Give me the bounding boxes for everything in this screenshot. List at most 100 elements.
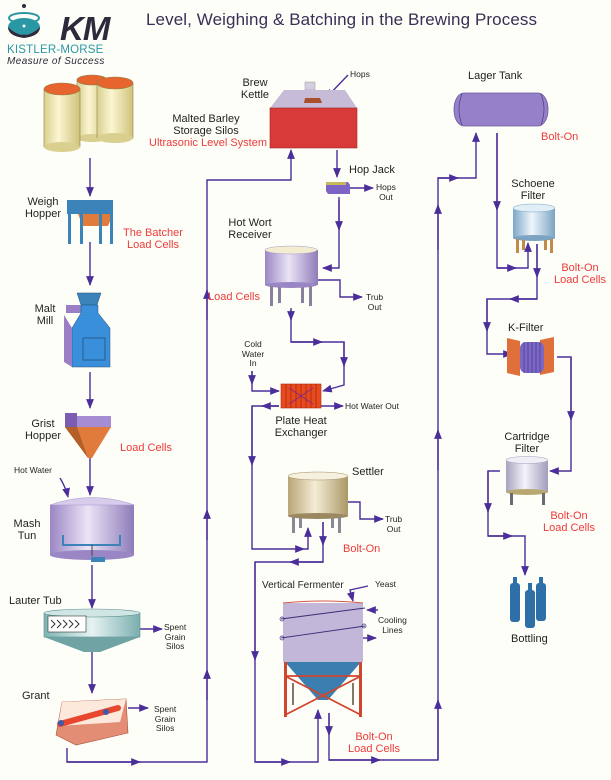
label-settler-trub-out: Trub Out	[385, 514, 403, 534]
label-hot-water: Hot Water	[14, 465, 52, 475]
label-grist-line2: Hopper	[24, 430, 62, 442]
label-hot-water-out: Hot Water Out	[345, 401, 400, 411]
label-cold-3: In	[249, 358, 257, 368]
label-k-filter: K-Filter	[508, 322, 544, 334]
label-grist-line1: Grist	[31, 418, 55, 430]
label-cartridge-line1: Cartridge	[504, 431, 550, 443]
label-schoene-line2: Filter	[520, 190, 546, 202]
label-silos-line2: Storage Silos	[173, 125, 239, 137]
label-settler-trub-1: Trub	[385, 514, 403, 524]
label-phe-line2: Exchanger	[274, 427, 328, 439]
label-lauter-out-3: Silos	[165, 641, 185, 651]
product-batcher-line2: Load Cells	[127, 239, 179, 251]
flow-settler-to-fermenter	[254, 522, 324, 763]
label-grant-spent-grain: Spent Grain Silos	[154, 704, 177, 734]
label-silos-line1: Malted Barley	[172, 113, 240, 125]
cartridge-filter-icon	[505, 456, 549, 505]
product-lager-bolt-on: Bolt-On	[541, 131, 579, 143]
label-vertical-fermenter: Vertical Fermenter	[262, 580, 344, 591]
km-logo-icon	[8, 4, 40, 38]
vertical-fermenter-icon	[279, 600, 367, 717]
label-hop-jack: Hop Jack	[349, 164, 395, 176]
flow-trub-out-settler	[348, 501, 384, 523]
label-silos: Malted Barley Storage Silos Ultrasonic L…	[149, 113, 267, 149]
schoene-filter-icon	[512, 203, 556, 253]
flow-receiver-to-phe	[290, 308, 345, 393]
label-grist-hopper: Grist Hopper	[23, 418, 63, 442]
label-cold-water-in: Cold Water In	[240, 339, 266, 369]
product-batcher-line1: The Batcher	[123, 227, 183, 239]
label-grant-out-2: Grain	[154, 713, 176, 724]
flow-hot-water-in	[59, 477, 70, 498]
product-fermenter-line2: Load Cells	[348, 743, 400, 755]
flow-settler-in	[304, 527, 312, 550]
label-hops-out-2: Out	[379, 191, 393, 202]
product-batcher: The Batcher Load Cells	[118, 227, 188, 251]
logo-company-name: KISTLER-MORSE	[7, 44, 104, 56]
label-cooling-lines: Cooling Lines	[378, 615, 407, 635]
label-cartridge-line2: Filter	[514, 443, 540, 455]
lauter-tub-icon	[43, 608, 141, 652]
label-receiver-trub-2: Out	[367, 301, 382, 312]
storage-silos-icon	[43, 74, 134, 152]
label-grant-out-1: Spent	[154, 704, 177, 714]
product-schoene-load-cells: Bolt-On Load Cells	[552, 262, 608, 286]
label-grant: Grant	[22, 690, 50, 702]
label-grant-out-3: Silos	[155, 723, 175, 733]
flow-grant-to-kettle-bottom	[66, 149, 295, 763]
label-plate-heat-exchanger: Plate Heat Exchanger	[271, 415, 331, 439]
logo-tagline: Measure of Success	[7, 56, 105, 67]
product-fermenter-line1: Bolt-On	[355, 731, 393, 743]
label-kettle-line1: Brew	[242, 77, 268, 89]
product-schoene-line2: Load Cells	[554, 274, 606, 286]
label-settler-trub-2: Out	[386, 523, 401, 534]
label-receiver-line2: Receiver	[228, 229, 272, 241]
label-yeast: Yeast	[375, 579, 396, 589]
label-mill-line1: Malt	[34, 303, 56, 315]
plate-heat-exchanger-icon	[280, 383, 322, 409]
bottling-icon	[510, 577, 546, 628]
label-settler: Settler	[352, 466, 384, 478]
label-hops: Hops	[350, 69, 370, 79]
grist-hopper-icon	[65, 413, 111, 458]
label-cold-1: Cold	[244, 339, 262, 349]
lager-tank-icon	[453, 92, 549, 127]
product-fermenter-load-cells: Bolt-On Load Cells	[346, 731, 402, 755]
label-bottling: Bottling	[511, 633, 548, 645]
page-title: Level, Weighing & Batching in the Brewin…	[146, 10, 538, 29]
label-kettle-line2: Kettle	[240, 89, 270, 101]
brew-kettle-icon	[269, 81, 358, 149]
label-receiver-trub-1: Trub	[366, 292, 384, 302]
label-brew-kettle: Brew Kettle	[240, 77, 270, 101]
hop-jack-icon	[326, 182, 350, 194]
label-receiver-trub-out: Trub Out	[366, 292, 384, 312]
label-hops-out-1: Hops	[376, 182, 396, 192]
label-phe-line1: Plate Heat	[275, 415, 327, 427]
label-malt-mill: Malt Mill	[30, 303, 60, 327]
logo-mark: KM	[60, 10, 110, 47]
label-lauter-out-2: Grain	[164, 631, 186, 642]
label-lager-tank: Lager Tank	[468, 70, 523, 82]
product-cartridge-load-cells: Bolt-On Load Cells	[541, 510, 597, 534]
flow-trub-out-receiver	[318, 279, 363, 301]
label-mash-line2: Tun	[17, 530, 37, 542]
product-cartridge-line2: Load Cells	[543, 522, 595, 534]
label-cartridge-filter: Cartridge Filter	[499, 431, 555, 455]
settler-icon	[287, 471, 349, 533]
flow-hopjack-to-receiver	[322, 197, 340, 272]
product-receiver-load-cells: Load Cells	[208, 291, 260, 303]
k-filter-icon	[507, 337, 554, 376]
label-receiver-line1: Hot Wort	[228, 217, 272, 229]
flow-yeast-in	[346, 585, 369, 602]
label-hot-wort-receiver: Hot Wort Receiver	[225, 217, 275, 241]
hot-wort-receiver-icon	[264, 245, 318, 306]
weigh-hopper-icon	[67, 200, 113, 244]
label-mash-line1: Mash	[13, 518, 41, 530]
flow-cold-water-in	[251, 371, 280, 395]
logo: KM KISTLER-MORSE Measure of Success	[0, 0, 130, 70]
mash-tun-icon	[49, 497, 135, 562]
malt-mill-icon	[64, 292, 111, 368]
product-grist-load-cells: Load Cells	[120, 442, 172, 454]
label-mill-line2: Mill	[36, 315, 54, 327]
